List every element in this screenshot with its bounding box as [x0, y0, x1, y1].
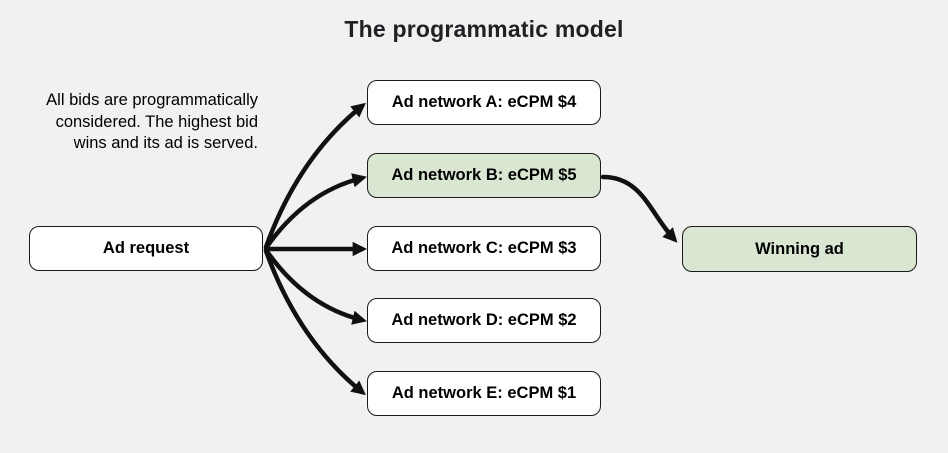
network-node: Ad network A: eCPM $4 — [367, 80, 601, 125]
network-node: Ad network D: eCPM $2 — [367, 298, 601, 343]
arrow-network-b-to-winner — [600, 174, 678, 243]
network-node: Ad network B: eCPM $5 — [367, 153, 601, 198]
ad-request-node: Ad request — [29, 226, 263, 271]
note-line: considered. The highest bid — [55, 112, 258, 131]
explanation-note: All bids are programmatically considered… — [13, 90, 258, 155]
network-node: Ad network E: eCPM $1 — [367, 371, 601, 416]
arrow-request-to-network-e — [263, 248, 366, 396]
network-label: Ad network E: eCPM $1 — [391, 384, 577, 402]
network-label: Ad network B: eCPM $5 — [391, 166, 577, 184]
ad-request-label: Ad request — [102, 239, 190, 257]
note-line: All bids are programmatically — [46, 91, 258, 109]
arrow-request-to-network-b — [263, 173, 367, 251]
arrow-request-to-network-d — [263, 247, 367, 325]
winning-ad-label: Winning ad — [755, 239, 844, 258]
network-label: Ad network C: eCPM $3 — [391, 239, 577, 257]
network-label: Ad network A: eCPM $4 — [391, 93, 577, 111]
winning-ad-node: Winning ad — [682, 226, 917, 272]
arrow-request-to-network-a — [263, 102, 366, 250]
network-label: Ad network D: eCPM $2 — [391, 311, 577, 329]
network-node: Ad network C: eCPM $3 — [367, 226, 601, 271]
note-line: wins and its ad is served. — [73, 134, 258, 152]
diagram-title: The programmatic model — [344, 16, 624, 42]
